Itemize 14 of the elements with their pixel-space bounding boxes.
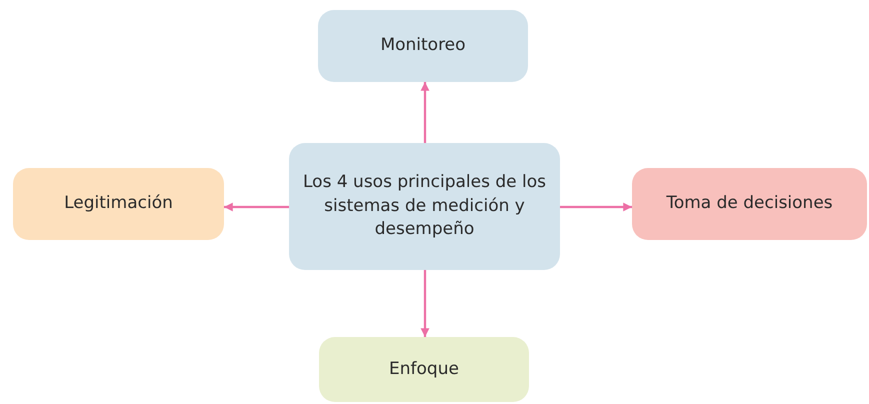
rounded-box [13,168,224,240]
rounded-box [318,10,528,82]
arrow [224,202,289,212]
arrow [420,82,430,143]
rounded-box [289,143,560,270]
arrow [560,202,632,212]
node-label: Toma de decisiones [666,192,833,216]
node-label: Los 4 usos principales de los sistemas de medición y desempeño [302,170,547,242]
arrow [420,270,430,337]
node-label: Legitimación [64,192,173,216]
node-label: Monitoreo [380,34,466,58]
node-label: Enfoque [389,358,459,381]
rounded-box [632,168,867,240]
rounded-box [319,337,529,402]
